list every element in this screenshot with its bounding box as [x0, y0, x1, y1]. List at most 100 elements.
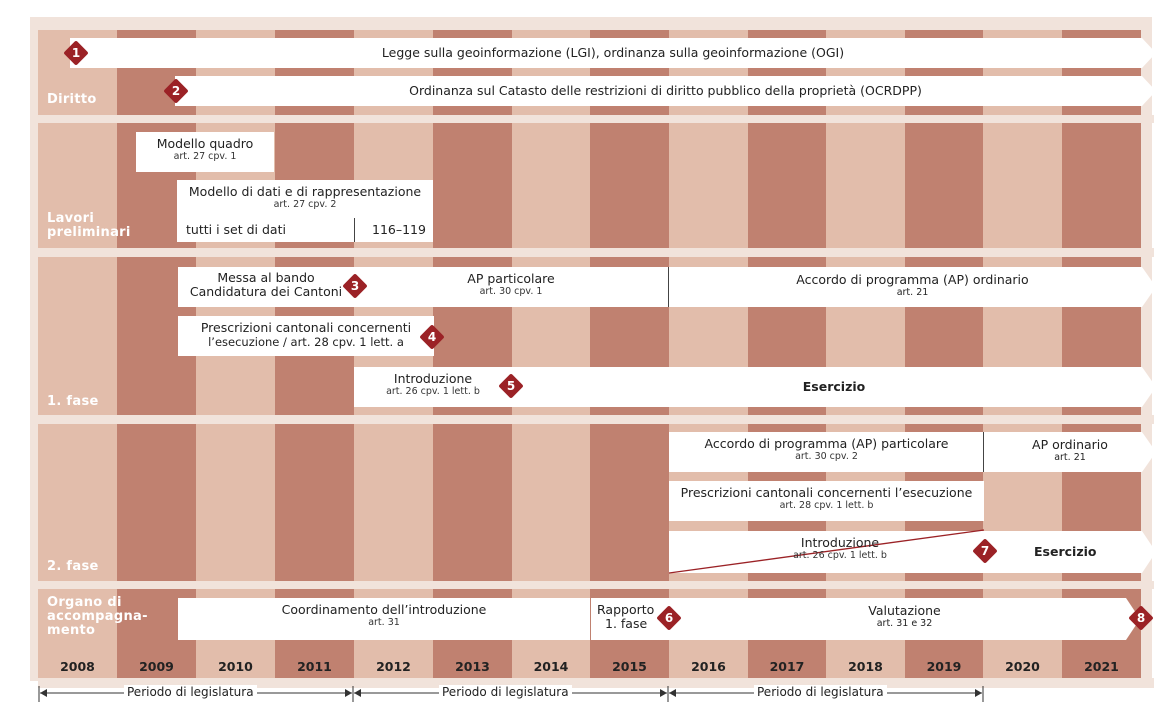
modello-dati-title: Modello di dati e di rappresentazione [188, 184, 422, 199]
column-2019 [905, 30, 983, 685]
year-2008: 2008 [60, 659, 95, 674]
fase2-transition-line [669, 529, 985, 574]
year-2014: 2014 [533, 659, 569, 674]
marker-number: 7 [980, 544, 990, 558]
marker-number: 4 [427, 330, 437, 344]
fase2-introduzione-label: Introduzione art. 26 cpv. 1 lett. b [760, 536, 920, 562]
modello-dati-sub: art. 27 cpv. 2 [273, 199, 337, 210]
marker-7: 7 [972, 538, 998, 564]
ocrdpp-text: Ordinanza sul Catasto delle restrizioni … [409, 83, 922, 98]
separator-3 [38, 415, 1154, 424]
fase2-ap-ordinario-sub: art. 21 [1054, 452, 1086, 463]
year-2017: 2017 [769, 659, 805, 674]
label-fase2: 2. fase [47, 559, 99, 574]
fase1-prescrizioni-line1: Prescrizioni cantonali concernenti [200, 320, 412, 335]
fase1-esercizio-bar: Esercizio [512, 367, 1156, 407]
fase1-ap-ordinario-title: Accordo di programma (AP) ordinario [796, 272, 1029, 287]
fase2-ap-ordinario-bar: AP ordinario art. 21 [984, 432, 1156, 472]
column-2018 [826, 30, 905, 685]
marker-6: 6 [656, 605, 682, 631]
marker-number: 1 [71, 46, 81, 60]
legislatura-label-1: Periodo di legislatura [124, 685, 257, 699]
year-2016: 2016 [691, 659, 726, 674]
legislatura-label-2: Periodo di legislatura [439, 685, 572, 699]
column-2015 [590, 30, 669, 685]
fase2-intro-esercizio-bar [669, 531, 1156, 573]
label-lavori-line2: preliminari [47, 225, 131, 240]
marker-8: 8 [1128, 605, 1154, 631]
year-2021: 2021 [1084, 659, 1119, 674]
modello-quadro-box: Modello quadro art. 27 cpv. 1 [136, 132, 274, 172]
fase2-prescrizioni-sub: art. 28 cpv. 1 lett. b [779, 500, 874, 511]
fase1-ap-ordinario-sub: art. 21 [896, 287, 929, 298]
modello-quadro-sub: art. 27 cpv. 1 [173, 151, 237, 162]
modello-quadro-title: Modello quadro [156, 136, 254, 151]
column-2013 [433, 30, 512, 685]
label-organo-line3: mento [47, 623, 96, 638]
marker-number: 3 [350, 279, 360, 293]
column-2014 [512, 30, 590, 685]
rapporto-line1: Rapporto [597, 602, 655, 617]
year-2019: 2019 [926, 659, 962, 674]
coordinamento-title: Coordinamento dell’introduzione [281, 602, 487, 617]
column-2011 [275, 30, 354, 685]
fase2-ap-particolare-title: Accordo di programma (AP) particolare [704, 436, 949, 451]
fase2-introduzione-sub: art. 26 cpv. 1 lett. b [793, 550, 887, 561]
column-2017 [748, 30, 826, 685]
legislatura-label-3: Periodo di legislatura [754, 685, 887, 699]
fase2-ap-ordinario-title: AP ordinario [1032, 437, 1108, 452]
valutazione-title: Valutazione [868, 603, 941, 618]
fase1-introduzione-sub: art. 26 cpv. 1 lett. b [386, 386, 480, 397]
year-2009: 2009 [139, 659, 174, 674]
separator-5 [38, 678, 1154, 688]
label-organo-line1: Organo di [47, 595, 122, 610]
marker-2: 2 [163, 78, 189, 104]
year-2011: 2011 [297, 659, 332, 674]
label-fase1: 1. fase [47, 394, 99, 409]
fase2-prescrizioni-title: Prescrizioni cantonali concernenti l’ese… [680, 485, 973, 500]
label-organo-line2: accompagna- [47, 609, 148, 624]
lgi-bar: Legge sulla geoinformazione (LGI), ordin… [70, 38, 1156, 68]
bando-line1: Messa al bando [217, 270, 315, 285]
separator-4 [38, 581, 1154, 589]
fase2-esercizio-text: Esercizio [1034, 544, 1097, 559]
marker-3: 3 [342, 273, 368, 299]
separator-2 [38, 248, 1154, 257]
modello-dati-left: tutti i set di dati [186, 222, 286, 237]
bando-line2: Candidatura dei Cantoni [189, 284, 343, 299]
rapporto-box: Rapporto 1. fase [591, 598, 669, 640]
coordinamento-sub: art. 31 [368, 617, 400, 628]
label-diritto: Diritto [47, 92, 97, 107]
year-2020: 2020 [1005, 659, 1040, 674]
fase2-ap-divider [983, 432, 984, 472]
fase1-ap-divider [668, 267, 669, 307]
fase1-esercizio-text: Esercizio [802, 379, 866, 394]
fase1-ap-particolare-sub: art. 30 cpv. 1 [479, 286, 543, 297]
column-2021 [1062, 30, 1141, 685]
column-2012 [354, 30, 433, 685]
separator-1 [38, 115, 1154, 123]
modello-dati-box: Modello di dati e di rappresentazione ar… [177, 180, 433, 242]
coordinamento-box: Coordinamento dell’introduzione art. 31 [178, 598, 590, 640]
fase2-ap-particolare-box: Accordo di programma (AP) particolare ar… [669, 432, 984, 472]
fase1-introduzione-title: Introduzione [393, 371, 473, 386]
column-2008 [38, 30, 117, 685]
lgi-text: Legge sulla geoinformazione (LGI), ordin… [381, 45, 845, 60]
modello-dati-divider [354, 218, 355, 242]
year-2010: 2010 [218, 659, 253, 674]
bando-box: Messa al bando Candidatura dei Cantoni [178, 267, 354, 307]
marker-number: 5 [506, 379, 516, 393]
year-2013: 2013 [455, 659, 490, 674]
ocrdpp-bar: Ordinanza sul Catasto delle restrizioni … [175, 76, 1156, 106]
label-lavori: Lavori preliminari [47, 212, 131, 240]
column-2020 [983, 30, 1062, 685]
fase1-ap-particolare-box: AP particolare art. 30 cpv. 1 [354, 267, 668, 307]
fase1-ap-particolare-title: AP particolare [467, 271, 555, 286]
marker-number: 6 [664, 611, 674, 625]
marker-5: 5 [498, 373, 524, 399]
fase2-prescrizioni-box: Prescrizioni cantonali concernenti l’ese… [669, 481, 984, 521]
valutazione-sub: art. 31 e 32 [876, 618, 933, 629]
fase2-introduzione-title: Introduzione [800, 535, 880, 550]
year-2015: 2015 [612, 659, 647, 674]
